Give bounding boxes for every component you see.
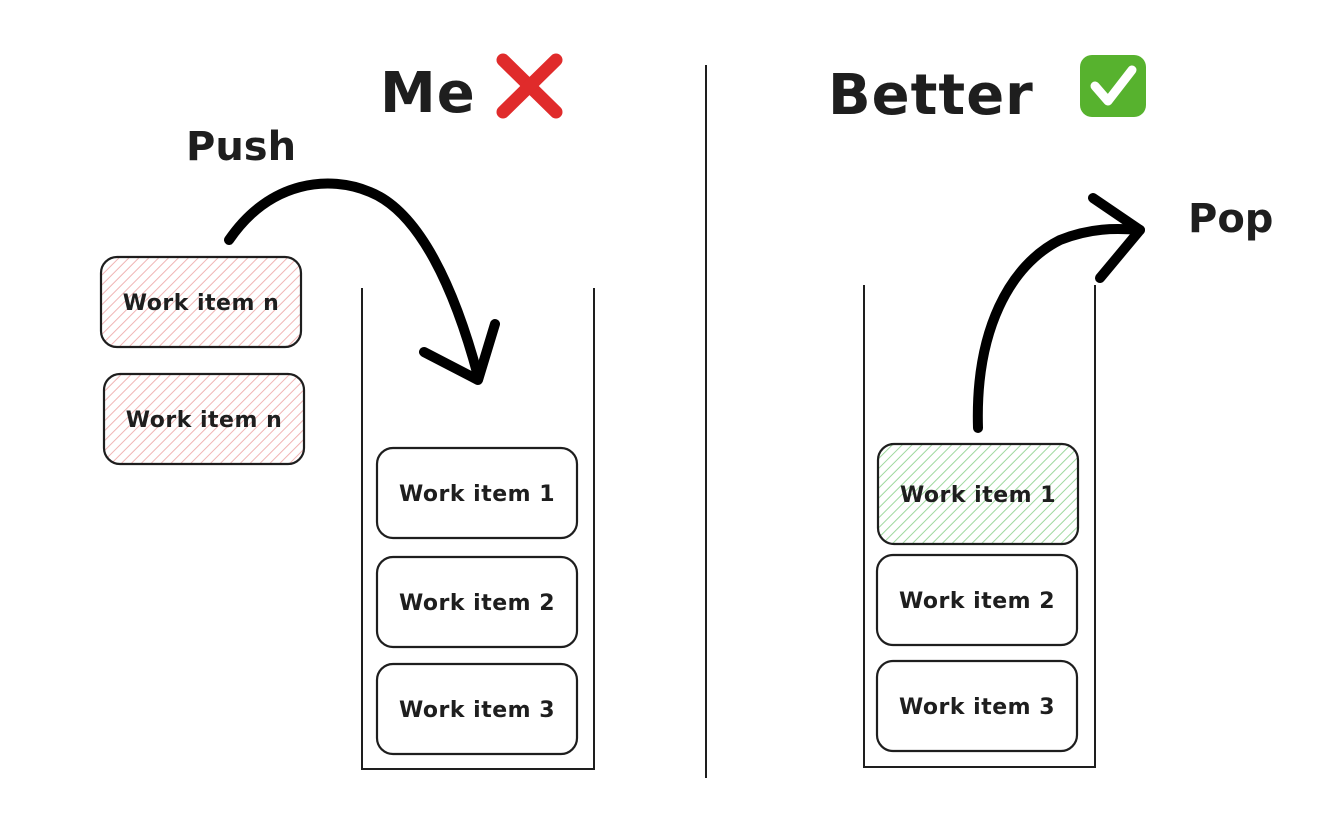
stack-item: Work item 3 (875, 659, 1079, 753)
incoming-item: Work item n (102, 372, 306, 466)
right-title: Better (828, 63, 1034, 128)
stack-item: Work item 3 (375, 662, 579, 756)
stack-item: Work item 1 (375, 446, 579, 540)
pop-label: Pop (1188, 196, 1273, 242)
stack-item-label: Work item 3 (399, 698, 555, 723)
stack-item-label: Work item 1 (399, 482, 555, 507)
stack-item: Work item 2 (875, 553, 1079, 647)
stack-item-label: Work item 2 (399, 591, 555, 616)
right-panel: Better Pop Work item 1 Work item 2 Work … (828, 55, 1273, 768)
incoming-item-label: Work item n (126, 408, 282, 433)
left-title: Me (380, 61, 476, 126)
stack-item-label: Work item 2 (899, 589, 1055, 614)
stack-item-highlighted: Work item 1 (876, 442, 1080, 546)
stack-item: Work item 2 (375, 555, 579, 649)
incoming-item: Work item n (99, 255, 303, 349)
pop-arrow-icon (972, 193, 1145, 433)
left-panel: Me Push Work item n Work item n Work ite… (99, 53, 595, 770)
cross-mark-icon (496, 53, 563, 119)
check-mark-icon (1080, 55, 1146, 117)
stack-item-label: Work item 3 (899, 695, 1055, 720)
stack-item-label: Work item 1 (900, 483, 1056, 508)
left-stack-container (361, 288, 595, 770)
push-arrow-icon (224, 178, 500, 385)
right-stack-container (863, 285, 1096, 768)
incoming-item-label: Work item n (123, 291, 279, 316)
push-label: Push (186, 124, 296, 170)
